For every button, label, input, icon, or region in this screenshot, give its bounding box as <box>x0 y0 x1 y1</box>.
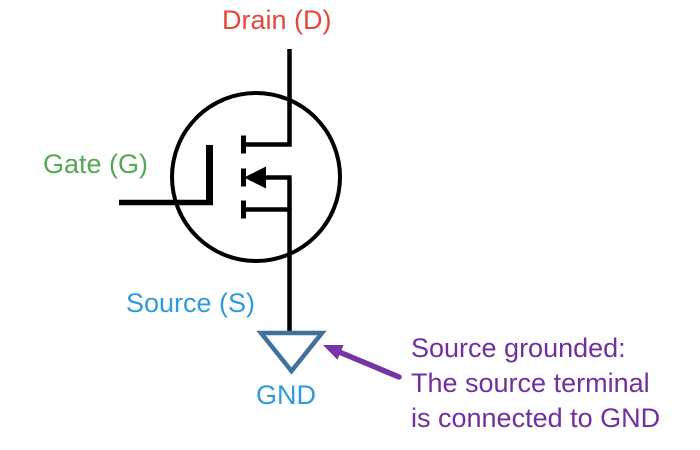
substrate-arrow-icon <box>244 166 266 189</box>
gnd-label: GND <box>256 380 316 410</box>
annotation-line-3: is connected to GND <box>411 403 661 433</box>
annotation-arrow-shaft <box>335 348 402 380</box>
ground-symbol-icon <box>256 330 327 375</box>
annotation-line-2: The source terminal <box>411 368 650 398</box>
annotation-arrow-icon <box>323 345 402 380</box>
drain-label: Drain (D) <box>222 5 332 35</box>
mosfet-symbol <box>119 49 342 263</box>
gate-label: Gate (G) <box>43 149 149 179</box>
source-label: Source (S) <box>126 288 256 318</box>
annotation-arrow-head <box>323 345 344 360</box>
annotation-line-1: Source grounded: <box>411 333 626 363</box>
annotation-text: Source grounded: The source terminal is … <box>411 331 660 436</box>
mosfet-body-circle <box>170 91 342 263</box>
